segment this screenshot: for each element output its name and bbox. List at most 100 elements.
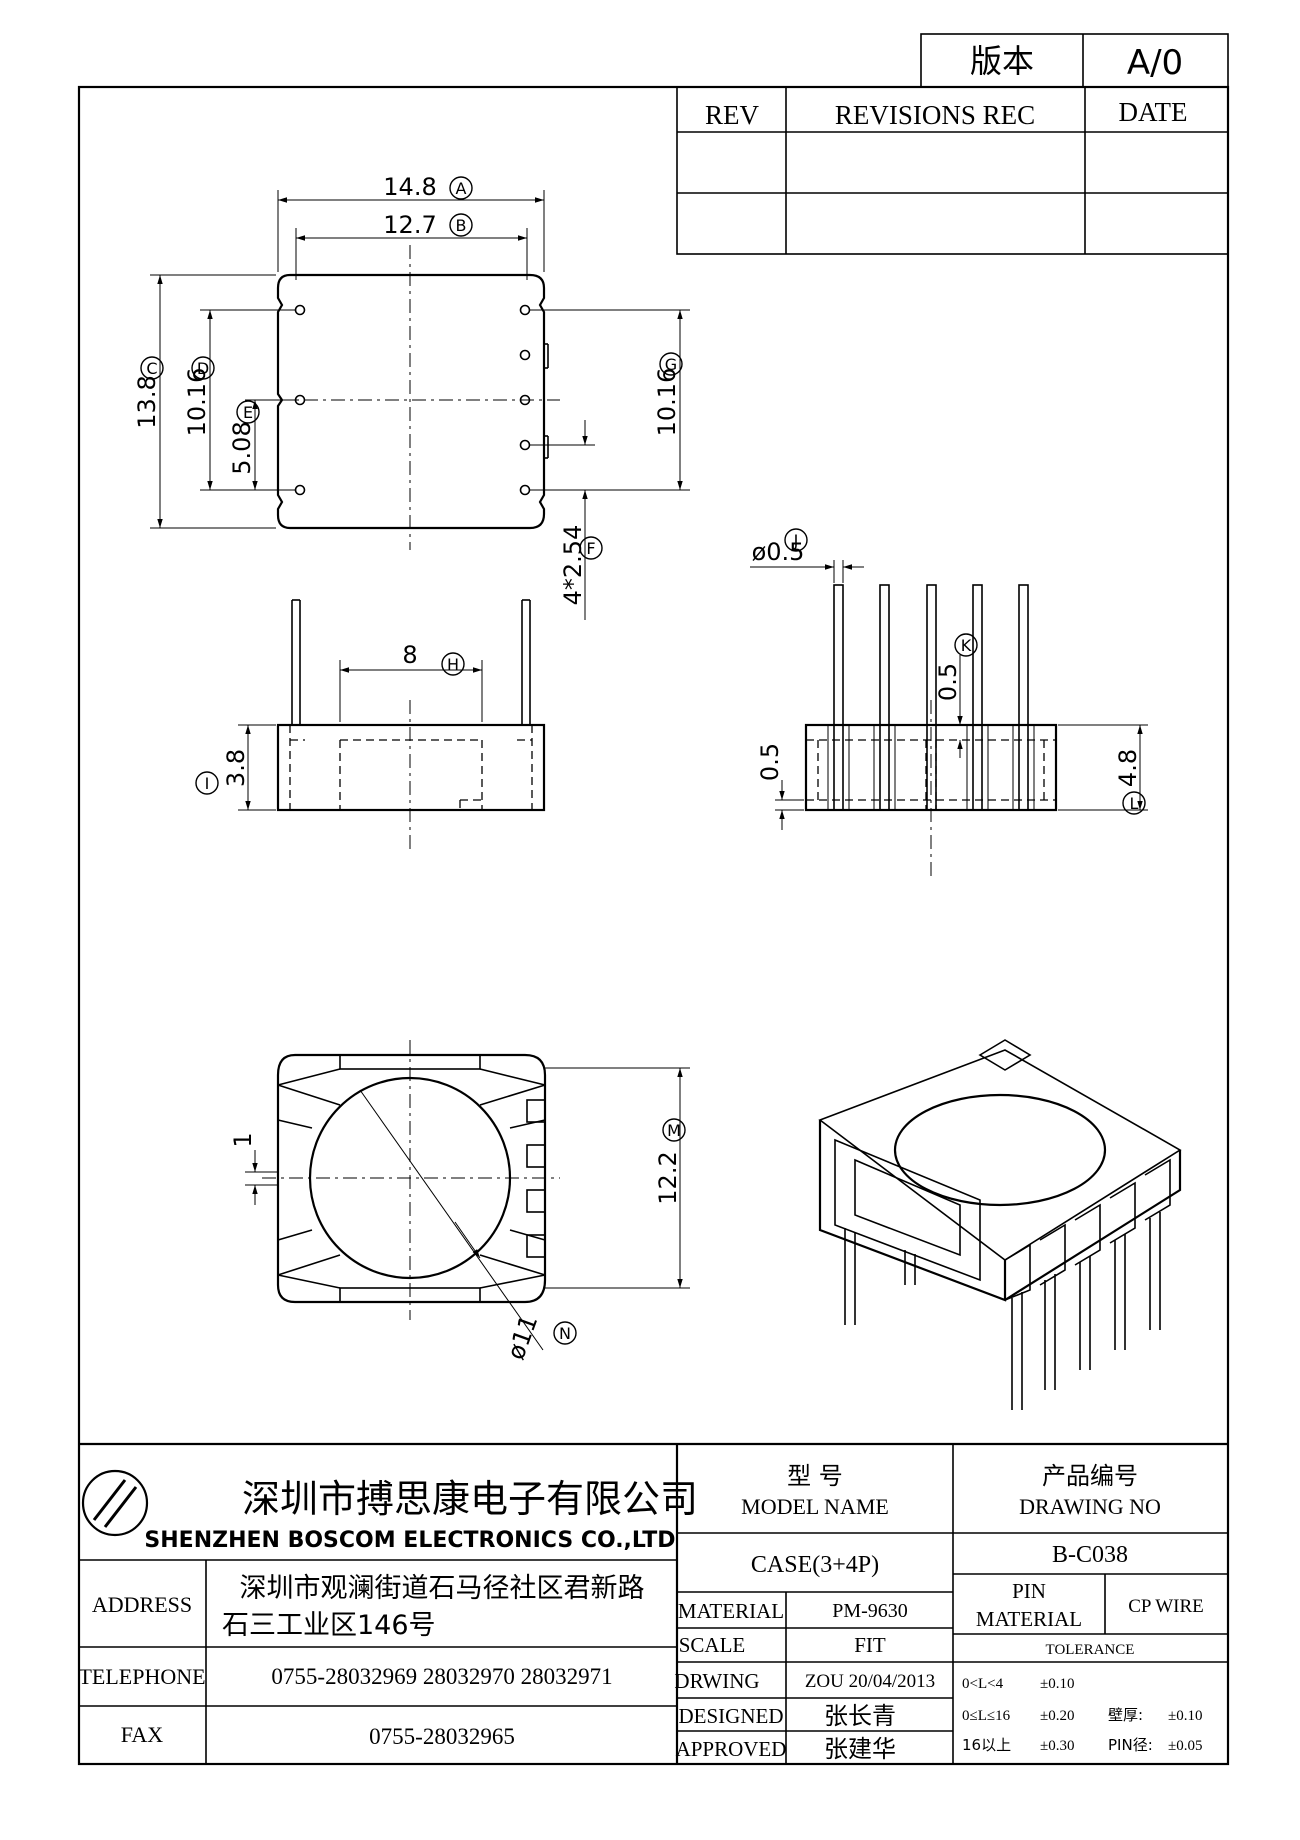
tol-2-extra-value: ±0.10	[1168, 1708, 1202, 1724]
side-view: ø0.5 0.5 4.8 0.5	[750, 538, 1148, 880]
dim-b-value: 12.7	[383, 211, 436, 239]
dim-f-value: 4*2.54	[559, 525, 587, 606]
version-label: 版本	[970, 42, 1034, 80]
model-name-en: MODEL NAME	[741, 1494, 889, 1519]
dim-g-value: 10.16	[653, 368, 681, 437]
marker-n: N	[553, 1321, 577, 1345]
drwing-value: ZOU 20/04/2013	[805, 1671, 935, 1692]
marker-letter: D	[197, 359, 209, 378]
marker-j: J	[784, 528, 808, 552]
telephone-value: 0755-28032969 28032970 28032971	[271, 1664, 612, 1689]
marker-h: H	[441, 652, 465, 676]
tol-2-range: 0≤L≤16	[962, 1708, 1011, 1724]
side-pins	[827, 584, 1035, 811]
tol-1-value: ±0.10	[1040, 1676, 1074, 1692]
sheet-border	[77, 85, 1230, 1766]
telephone-label: TELEPHONE	[78, 1664, 205, 1689]
dim-m-value: 12.2	[654, 1151, 682, 1204]
bottom-view: ø11 12.2 1	[229, 1040, 690, 1363]
dim-l-value: 4.8	[1114, 749, 1142, 787]
marker-letter: I	[205, 774, 210, 793]
dim-i-value: 3.8	[222, 749, 250, 787]
dim-one-value: 1	[229, 1132, 257, 1147]
tol-1-range: 0<L<4	[962, 1676, 1004, 1692]
approved-label: APPROVED	[676, 1737, 787, 1761]
rev-header: REV	[705, 100, 760, 130]
fax-value: 0755-28032965	[369, 1724, 515, 1749]
scale-label: SCALE	[679, 1633, 746, 1657]
marker-c: C	[140, 356, 164, 380]
isometric-view	[818, 1039, 1182, 1410]
pin-label: PIN	[1012, 1579, 1046, 1603]
dim-j-value: ø0.5	[752, 538, 805, 566]
marker-letter: C	[146, 359, 157, 378]
marker-b: B	[449, 213, 473, 237]
pin-material-label: MATERIAL	[976, 1607, 1082, 1631]
revisions-rec-header: REVISIONS REC	[835, 100, 1035, 130]
title-block: 深圳市搏思康电子有限公司 SHENZHEN BOSCOM ELECTRONICS…	[78, 1442, 1228, 1764]
marker-f: F	[579, 536, 603, 560]
dim-h-value: 8	[402, 641, 417, 669]
date-header: DATE	[1119, 97, 1188, 127]
material-value: PM-9630	[832, 1600, 908, 1622]
pin-material-value: CP WIRE	[1128, 1596, 1203, 1617]
address-line-2: 石三工业区146号	[222, 1610, 436, 1641]
model-name-cn: 型 号	[787, 1462, 843, 1490]
revision-table: REV REVISIONS REC DATE	[676, 86, 1229, 255]
dim-n-value: ø11	[502, 1311, 544, 1363]
marker-e: E	[236, 400, 260, 424]
marker-letter: J	[793, 531, 799, 550]
tol-2-extra-label: 壁厚:	[1108, 1706, 1143, 1724]
designed-value: 张长青	[824, 1702, 896, 1730]
marker-letter: A	[456, 179, 467, 198]
marker-m: M	[662, 1118, 686, 1142]
tolerance-label: TOLERANCE	[1046, 1642, 1135, 1658]
drawing-no-value: B-C038	[1052, 1542, 1128, 1568]
tol-3-range: 16以上	[962, 1736, 1011, 1754]
drawing-no-en: DRAWING NO	[1019, 1494, 1161, 1519]
drwing-label: DRWING	[674, 1669, 759, 1693]
marker-letter: E	[243, 403, 253, 422]
marker-a: A	[449, 176, 473, 200]
dim-a-value: 14.8	[383, 173, 436, 201]
marker-letter: L	[1130, 794, 1139, 813]
dim-pin-gap-value: 0.5	[756, 743, 784, 781]
marker-k: K	[954, 633, 978, 657]
front-view: 8 3.8	[222, 599, 546, 850]
dim-k-value: 0.5	[934, 663, 962, 701]
dimension-markers: AB C D E F G H I J K L M N	[140, 176, 1146, 1345]
tol-3-value: ±0.30	[1040, 1738, 1074, 1754]
version-value: A/0	[1127, 43, 1183, 83]
company-name-cn: 深圳市搏思康电子有限公司	[242, 1477, 698, 1521]
dim-c-value: 13.8	[133, 375, 161, 428]
address-line-1: 深圳市观澜街道石马径社区君新路	[240, 1573, 645, 1604]
company-name-en: SHENZHEN BOSCOM ELECTRONICS CO.,LTD	[144, 1528, 675, 1553]
approved-value: 张建华	[824, 1735, 896, 1763]
material-label: MATERIAL	[678, 1599, 784, 1623]
tol-2-value: ±0.20	[1040, 1708, 1074, 1724]
marker-letter: K	[961, 636, 972, 655]
marker-d: D	[191, 356, 215, 380]
fax-label: FAX	[121, 1722, 163, 1747]
dim-e-value: 5.08	[228, 421, 256, 474]
marker-letter: G	[665, 355, 677, 374]
marker-l: L	[1122, 791, 1146, 815]
address-label: ADDRESS	[92, 1592, 192, 1617]
marker-letter: N	[559, 1324, 571, 1343]
designed-label: DESIGNED	[679, 1704, 784, 1728]
marker-letter: H	[447, 655, 459, 674]
tol-3-extra-value: ±0.05	[1168, 1738, 1202, 1754]
marker-letter: B	[456, 216, 467, 235]
marker-g: G	[659, 352, 683, 376]
top-view: 14.8 12.7 13.8 10.16 5.08 10.16 4*2.54	[133, 173, 690, 620]
marker-letter: M	[667, 1121, 681, 1140]
tol-3-extra-label: PIN径:	[1108, 1736, 1153, 1754]
scale-value: FIT	[854, 1633, 886, 1657]
marker-letter: F	[586, 539, 595, 558]
model-name-value: CASE(3+4P)	[751, 1552, 879, 1578]
company-logo	[81, 1469, 149, 1537]
marker-i: I	[195, 771, 219, 795]
drawing-no-cn: 产品编号	[1042, 1462, 1138, 1490]
